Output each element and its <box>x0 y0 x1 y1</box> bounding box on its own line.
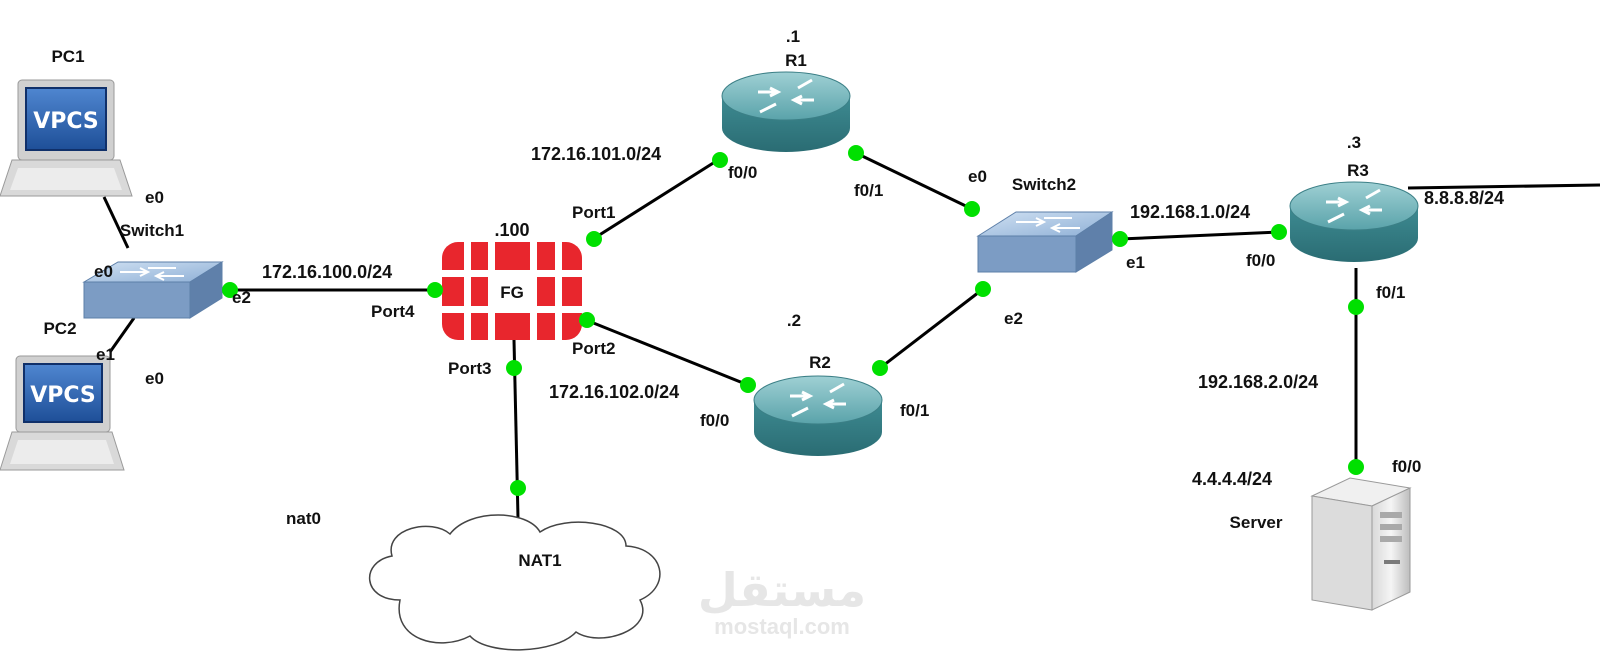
port-dot-sw2-e1[interactable] <box>1112 231 1128 247</box>
switch2-device[interactable]: Switch2 <box>976 175 1114 273</box>
fg-device[interactable]: FG .100 <box>442 220 582 340</box>
pc1-device[interactable]: VPCS PC1 <box>0 47 133 197</box>
r3-f01-label: f0/1 <box>1376 283 1405 302</box>
pc2-screen-text: VPCS <box>30 383 96 408</box>
fg-port3-label: Port3 <box>448 359 491 378</box>
port-dot-nat1[interactable] <box>510 480 526 496</box>
port-dot-sw2-e0[interactable] <box>964 201 980 217</box>
pc1-e0-label: e0 <box>145 188 164 207</box>
link-fg-r2 <box>585 318 749 387</box>
link-switch2-r3 <box>1119 230 1281 241</box>
vpcs-computer-icon: VPCS <box>0 79 133 197</box>
sw1-e1-label: e1 <box>96 345 115 364</box>
pc2-e0-label: e0 <box>145 369 164 388</box>
watermark: مستقل mostaql.com <box>698 563 866 639</box>
r3-label: R3 <box>1347 161 1369 180</box>
sw1-e2-label: e2 <box>232 288 251 307</box>
r1-device[interactable]: .1 R1 <box>721 27 851 152</box>
port-dots <box>222 145 1364 496</box>
fortigate-firewall-icon: FG <box>442 242 582 340</box>
nat1-label: NAT1 <box>518 551 561 570</box>
sw2-e2-label: e2 <box>1004 309 1023 328</box>
r3-host-id: .3 <box>1347 133 1361 152</box>
fg-label: FG <box>500 283 524 302</box>
link-r1-switch2 <box>855 151 973 211</box>
r1-f00-label: f0/0 <box>728 163 757 182</box>
router-icon <box>753 375 883 456</box>
server-label: Server <box>1230 513 1283 532</box>
router-icon <box>1289 181 1419 262</box>
switch2-label: Switch2 <box>1012 175 1076 194</box>
r2-label: R2 <box>809 353 831 372</box>
link-pc2-switch1 <box>108 317 136 353</box>
r1-host-id: .1 <box>786 27 800 46</box>
watermark-arabic: مستقل <box>698 563 866 617</box>
subnet-internet-label: 8.8.8.8/24 <box>1424 188 1504 208</box>
watermark-domain: mostaql.com <box>714 614 850 639</box>
link-pc1-switch1 <box>102 196 130 249</box>
server-icon <box>1310 477 1412 611</box>
port-dot-r1-f01[interactable] <box>848 145 864 161</box>
pc1-screen-text: VPCS <box>33 109 99 134</box>
subnet-r2-label: 172.16.102.0/24 <box>549 382 679 402</box>
link-r3-internet <box>1407 183 1600 190</box>
port-dot-sw2-e2[interactable] <box>975 281 991 297</box>
sw1-e0-label: e0 <box>94 262 113 281</box>
nat1-device[interactable]: NAT1 <box>368 514 661 651</box>
fg-port2-label: Port2 <box>572 339 615 358</box>
port-dot-fg-port2[interactable] <box>579 312 595 328</box>
port-dot-r1-f00[interactable] <box>712 152 728 168</box>
server-ip-label: 4.4.4.4/24 <box>1192 469 1272 489</box>
nat0-label: nat0 <box>286 509 321 528</box>
subnet-r3-label: 192.168.1.0/24 <box>1130 202 1250 222</box>
port-dot-fg-port3[interactable] <box>506 360 522 376</box>
sw2-e0-label: e0 <box>968 167 987 186</box>
r2-f01-label: f0/1 <box>900 401 929 420</box>
port-dot-fg-port4[interactable] <box>427 282 443 298</box>
pc2-device[interactable]: VPCS PC2 <box>0 319 125 471</box>
switch1-label: Switch1 <box>120 221 184 240</box>
pc1-label: PC1 <box>51 47 84 66</box>
sw2-e1-label: e1 <box>1126 253 1145 272</box>
r2-f00-label: f0/0 <box>700 411 729 430</box>
subnet-lan-label: 172.16.100.0/24 <box>262 262 392 282</box>
r3-device[interactable]: .3 R3 <box>1289 133 1419 262</box>
link-fg-r1 <box>592 158 719 241</box>
ethernet-switch-icon <box>976 211 1114 273</box>
port-dot-sw1-e2[interactable] <box>222 282 238 298</box>
r2-device[interactable]: .2 R2 <box>753 311 883 456</box>
server-device[interactable]: Server <box>1230 477 1412 611</box>
fg-port1-label: Port1 <box>572 203 615 222</box>
subnet-labels: 172.16.100.0/24 172.16.101.0/24 172.16.1… <box>262 144 1504 489</box>
router-icon <box>721 71 851 152</box>
r1-f01-label: f0/1 <box>854 181 883 200</box>
ethernet-switch-icon <box>82 261 224 319</box>
subnet-server-link-label: 192.168.2.0/24 <box>1198 372 1318 392</box>
interface-labels: e0 e0 e2 e1 e0 Port4 Port1 Port2 Port3 n… <box>94 163 1421 528</box>
fg-host-id: .100 <box>494 220 529 240</box>
port-dot-r3-f00[interactable] <box>1271 224 1287 240</box>
vpcs-computer-icon: VPCS <box>0 355 125 471</box>
port-dot-fg-port1[interactable] <box>586 231 602 247</box>
port-dot-r2-f00[interactable] <box>740 377 756 393</box>
pc2-label: PC2 <box>43 319 76 338</box>
server-f00-label: f0/0 <box>1392 457 1421 476</box>
port-dot-r3-f01[interactable] <box>1348 299 1364 315</box>
r2-host-id: .2 <box>787 311 801 330</box>
switch1-device[interactable]: Switch1 <box>82 221 224 319</box>
subnet-r1-label: 172.16.101.0/24 <box>531 144 661 164</box>
port-dot-r2-f01[interactable] <box>872 360 888 376</box>
r3-f00-label: f0/0 <box>1246 251 1275 270</box>
cloud-icon <box>368 514 661 651</box>
fg-port4-label: Port4 <box>371 302 415 321</box>
r1-label: R1 <box>785 51 807 70</box>
port-dot-server-f00[interactable] <box>1348 459 1364 475</box>
link-r2-switch2 <box>879 287 984 370</box>
